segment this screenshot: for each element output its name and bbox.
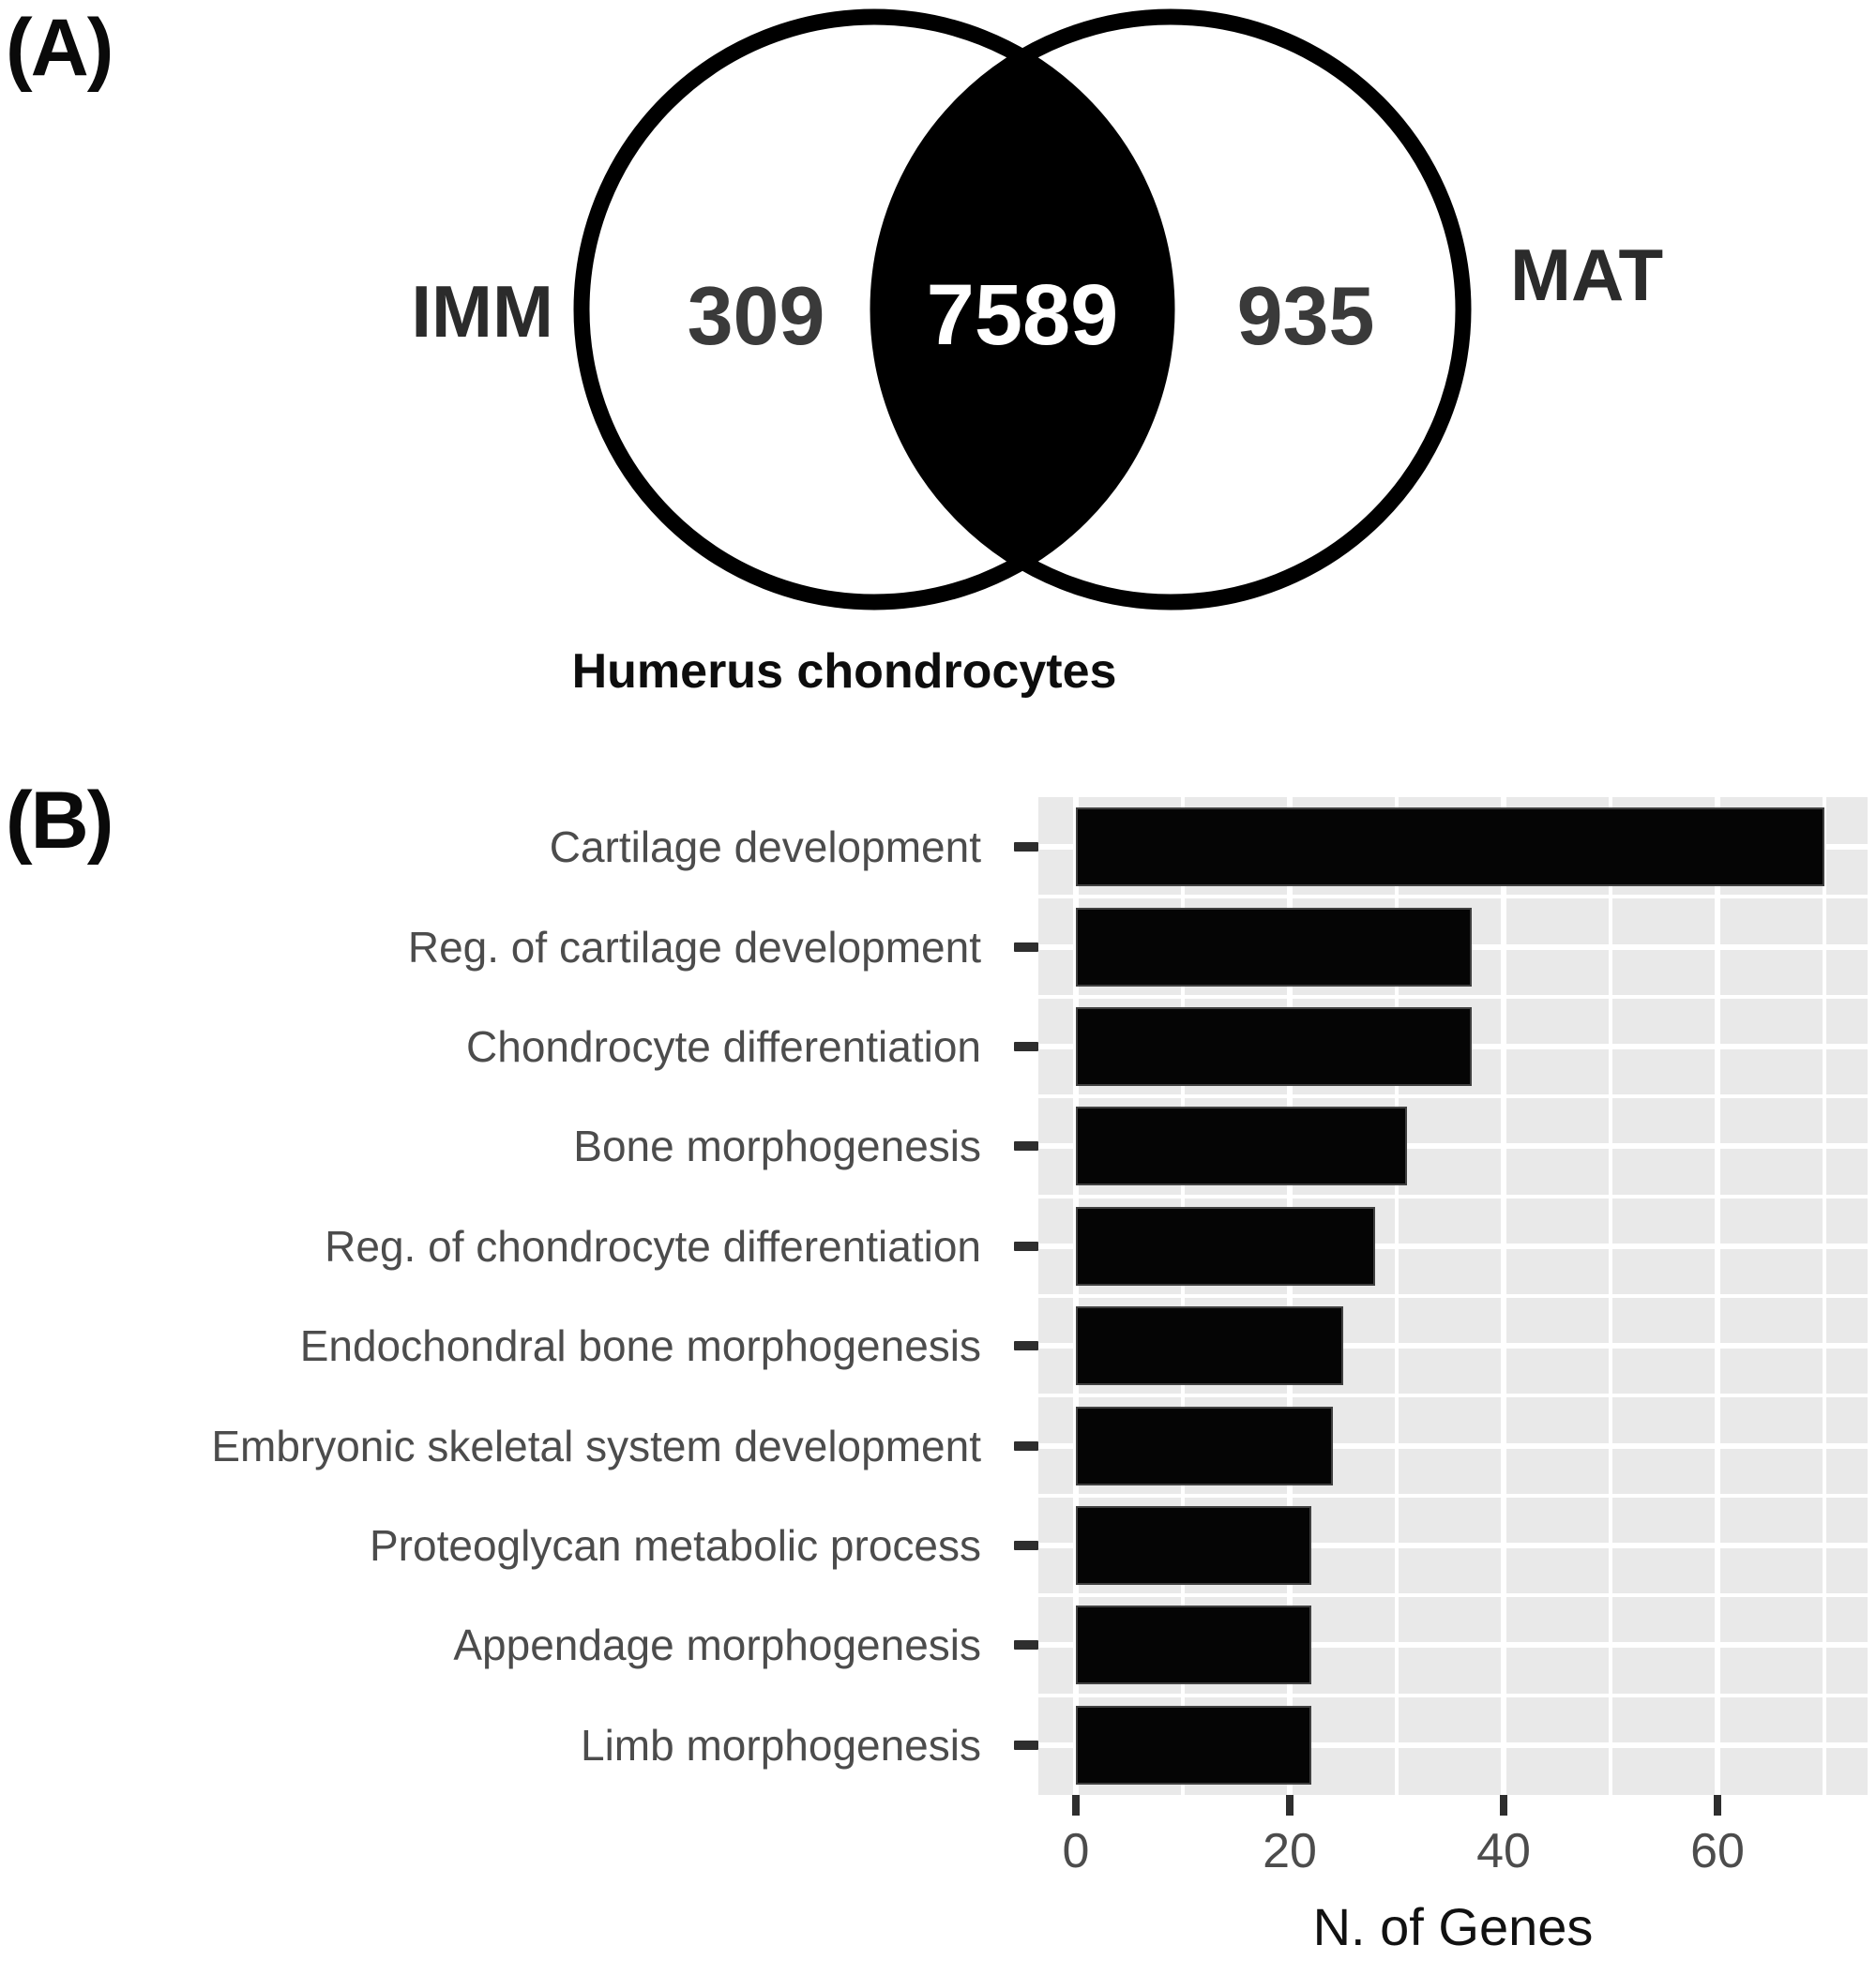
y-tick — [1014, 1141, 1038, 1152]
x-tick — [1714, 1795, 1721, 1816]
category-label: Reg. of chondrocyte differentiation — [325, 1221, 981, 1271]
plot-area — [1038, 797, 1868, 1795]
y-tick — [1014, 1740, 1038, 1750]
venn-set-label-imm: IMM — [411, 270, 553, 353]
gridline-horizontal-minor — [1038, 895, 1868, 899]
x-tick-label: 20 — [1263, 1824, 1317, 1878]
x-axis-title: N. of Genes — [1312, 1897, 1594, 1956]
gridline-horizontal-minor — [1038, 1394, 1868, 1398]
category-label: Appendage morphogenesis — [453, 1621, 981, 1670]
category-label: Endochondral bone morphogenesis — [299, 1321, 981, 1371]
gridline-horizontal-minor — [1038, 1294, 1868, 1298]
x-tick — [1072, 1795, 1080, 1816]
x-tick-label: 0 — [1062, 1824, 1090, 1878]
gridline-horizontal-minor — [1038, 1593, 1868, 1598]
venn-set-label-mat: MAT — [1510, 234, 1664, 316]
gridline-horizontal-minor — [1038, 994, 1868, 999]
category-label: Chondrocyte differentiation — [466, 1022, 981, 1071]
venn-count-mat-only: 935 — [1236, 269, 1375, 362]
gridline-vertical-major — [1287, 797, 1293, 1795]
gridline-vertical-minor — [1395, 797, 1399, 1795]
bar — [1076, 1206, 1376, 1286]
bar — [1076, 907, 1472, 987]
y-tick — [1014, 1042, 1038, 1051]
category-label: Limb morphogenesis — [580, 1720, 981, 1770]
venn-diagram — [573, 8, 1472, 611]
x-tick-label: 60 — [1690, 1824, 1745, 1878]
category-label: Bone morphogenesis — [573, 1122, 981, 1171]
y-tick — [1014, 1440, 1038, 1451]
y-tick — [1014, 842, 1038, 852]
gridline-horizontal-major — [1038, 1243, 1868, 1249]
panel-b-label: (B) — [6, 776, 113, 866]
gridline-horizontal-major — [1038, 1741, 1868, 1748]
bar — [1076, 1506, 1311, 1585]
gridline-horizontal-minor — [1038, 1693, 1868, 1697]
bar — [1076, 1606, 1311, 1685]
bar — [1076, 1007, 1472, 1086]
y-tick — [1014, 1241, 1038, 1251]
bar — [1076, 1406, 1333, 1485]
gridline-vertical-major — [1073, 797, 1079, 1795]
venn-count-imm-only: 309 — [687, 269, 825, 362]
category-label: Reg. of cartilage development — [407, 922, 981, 972]
gridline-vertical-minor — [1823, 797, 1826, 1795]
gridline-horizontal-minor — [1038, 1194, 1868, 1199]
y-tick — [1014, 942, 1038, 952]
x-tick-label: 40 — [1476, 1824, 1531, 1878]
x-tick — [1286, 1795, 1294, 1816]
venn-right-circle-outline — [870, 8, 1472, 611]
bar — [1076, 1107, 1408, 1186]
gridline-horizontal-major — [1038, 1143, 1868, 1150]
bar — [1076, 1306, 1343, 1386]
category-label: Proteoglycan metabolic process — [370, 1521, 981, 1570]
gridline-horizontal-minor — [1038, 1493, 1868, 1498]
x-tick — [1500, 1795, 1507, 1816]
venn-count-overlap: 7589 — [926, 267, 1119, 363]
y-tick — [1014, 1640, 1038, 1651]
gridline-vertical-major — [1501, 797, 1506, 1795]
bar — [1076, 1705, 1311, 1785]
gridline-horizontal-major — [1038, 1442, 1868, 1449]
panel-a-label: (A) — [6, 3, 113, 93]
gridline-horizontal-major — [1038, 1642, 1868, 1649]
gridline-horizontal-major — [1038, 1543, 1868, 1548]
category-label: Cartilage development — [549, 822, 981, 872]
venn-left-circle-outline — [573, 8, 1175, 611]
gridline-vertical-minor — [1609, 797, 1612, 1795]
gridline-horizontal-major — [1038, 1343, 1868, 1349]
y-tick — [1014, 1541, 1038, 1550]
gridline-horizontal-minor — [1038, 1094, 1868, 1099]
gridline-vertical-major — [1715, 797, 1720, 1795]
y-tick — [1014, 1341, 1038, 1351]
venn-caption: Humerus chondrocytes — [571, 644, 1117, 699]
category-label: Embryonic skeletal system development — [211, 1421, 981, 1470]
gridline-vertical-minor — [1181, 797, 1185, 1795]
venn-intersection — [878, 17, 1167, 602]
bar — [1076, 807, 1824, 887]
